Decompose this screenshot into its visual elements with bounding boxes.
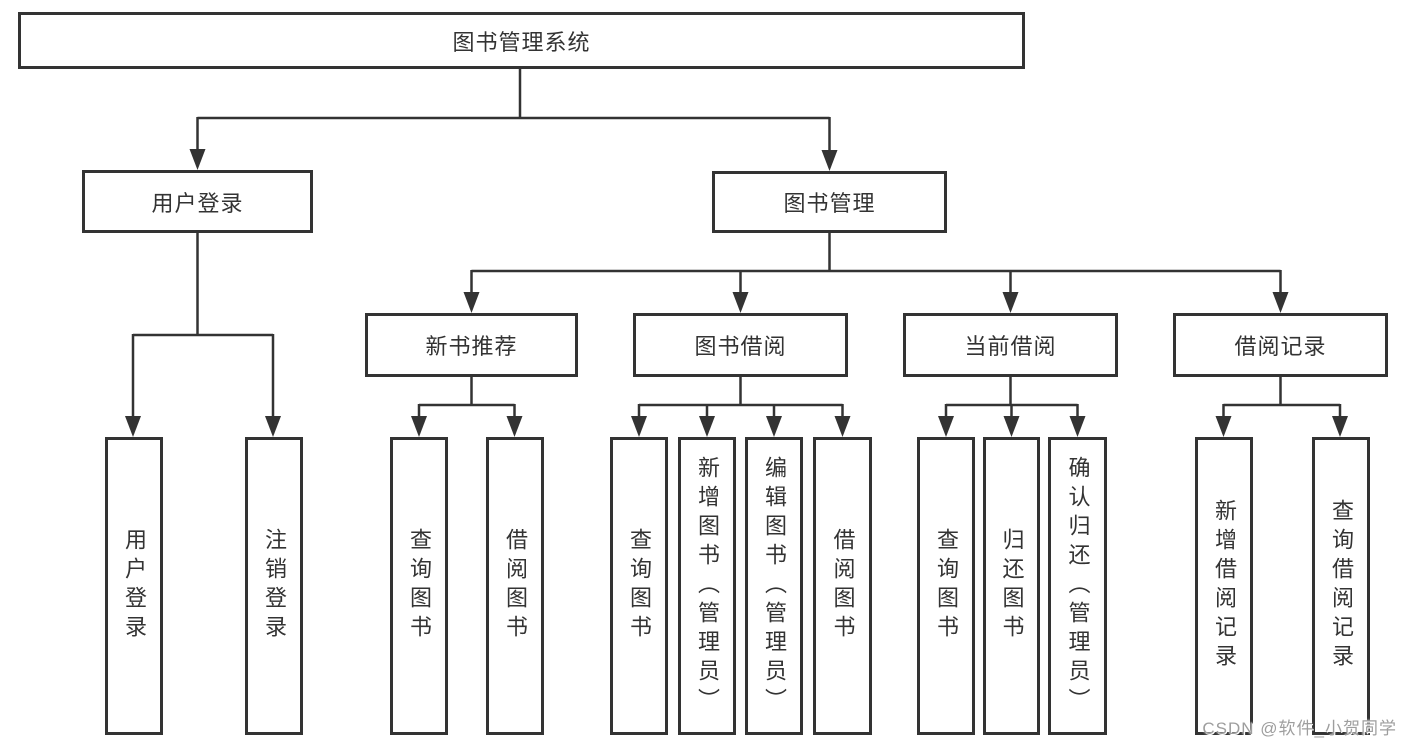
- node-root-title: 图书管理系统: [18, 12, 1025, 69]
- leaf-borrow-books-2: 借阅图书: [813, 437, 872, 735]
- leaf-logout: 注销登录: [245, 437, 303, 735]
- leaf-confirm-return-admin: 确认归还（管理员）: [1048, 437, 1107, 735]
- leaf-query-books-1: 查询图书: [390, 437, 448, 735]
- leaf-query-books-2: 查询图书: [610, 437, 668, 735]
- leaf-query-borrow-record: 查询借阅记录: [1312, 437, 1370, 735]
- node-current-borrowing: 当前借阅: [903, 313, 1118, 377]
- leaf-add-book-admin: 新增图书（管理员）: [678, 437, 736, 735]
- leaf-query-books-3: 查询图书: [917, 437, 975, 735]
- leaf-add-borrow-record: 新增借阅记录: [1195, 437, 1253, 735]
- node-book-management: 图书管理: [712, 171, 947, 233]
- watermark: CSDN @软件_小贺同学: [1202, 719, 1397, 738]
- node-borrow-records: 借阅记录: [1173, 313, 1388, 377]
- leaf-borrow-books-1: 借阅图书: [486, 437, 544, 735]
- leaf-return-book: 归还图书: [983, 437, 1040, 735]
- node-new-book-recommend: 新书推荐: [365, 313, 578, 377]
- node-user-login: 用户登录: [82, 170, 313, 233]
- node-book-borrowing: 图书借阅: [633, 313, 848, 377]
- leaf-user-login: 用户登录: [105, 437, 163, 735]
- leaf-edit-book-admin: 编辑图书（管理员）: [745, 437, 803, 735]
